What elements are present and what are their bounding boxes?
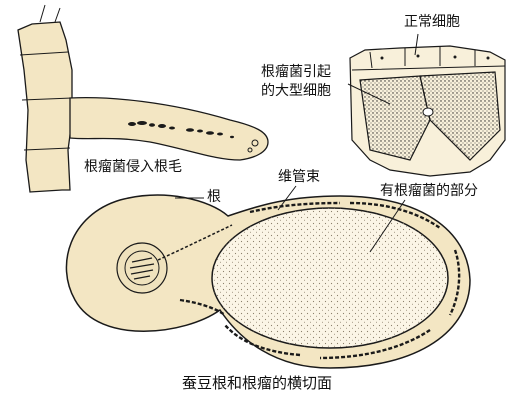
label-vascular-bundle: 维管束 [278, 169, 320, 185]
vascular-bundles [179, 201, 461, 360]
leader-bacteria [369, 199, 406, 253]
root-hair-group [17, 4, 269, 193]
leader-vascular [277, 185, 297, 211]
label-normal-cell: 正常细胞 [404, 14, 460, 30]
root-hair [69, 97, 269, 161]
label-large-cell-line2: 的大型细胞 [261, 83, 331, 99]
root-column [17, 21, 73, 193]
cell-detail-group [347, 33, 506, 177]
root-stele [116, 242, 168, 294]
label-bacteria-region: 有根瘤菌的部分 [380, 183, 478, 199]
cross-section-group [65, 185, 471, 369]
infection-thread [128, 121, 234, 139]
label-root: 根 [207, 189, 221, 205]
label-root-hair-infection: 根瘤菌侵入根毛 [84, 159, 182, 175]
leader-large-cell [347, 83, 391, 105]
figure-caption: 蚕豆根和根瘤的横切面 [182, 374, 333, 392]
label-large-cell-line1: 根瘤菌引起 [261, 64, 331, 80]
leader-normal-cell [414, 33, 419, 56]
